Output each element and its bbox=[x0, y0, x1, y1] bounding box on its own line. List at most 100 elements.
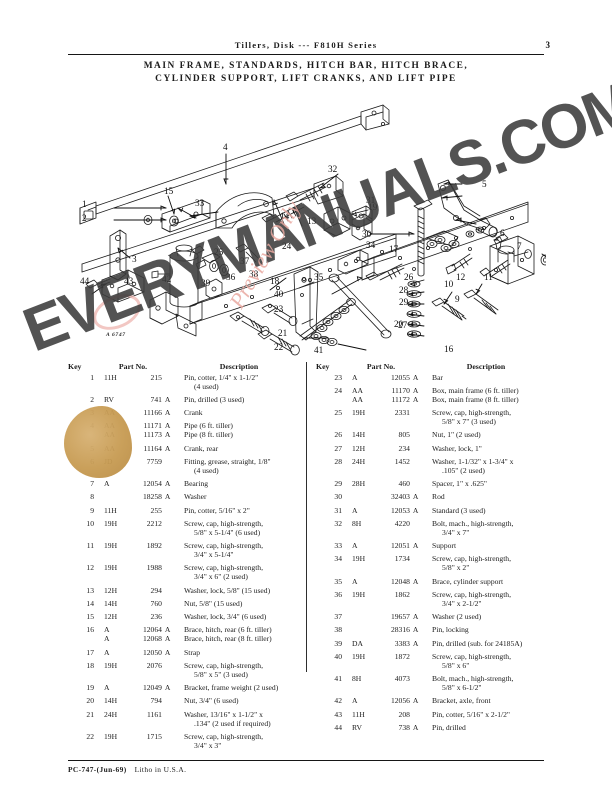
part-number: 19657 bbox=[390, 612, 410, 622]
part-suffix: A bbox=[412, 625, 419, 635]
table-header-left: Key Part No. Description bbox=[68, 362, 300, 371]
row-key: 24 bbox=[334, 385, 342, 395]
part-prefix: A bbox=[352, 541, 358, 551]
svg-text:23: 23 bbox=[274, 304, 284, 314]
footer-rule bbox=[68, 760, 544, 761]
svg-text:34: 34 bbox=[366, 240, 376, 250]
row-description-continued: .105" (2 used) bbox=[442, 465, 485, 475]
svg-text:42: 42 bbox=[162, 274, 172, 284]
part-prefix: A bbox=[352, 505, 358, 515]
part-suffix bbox=[410, 479, 426, 488]
row-key: 1 bbox=[90, 372, 94, 382]
part-suffix: A bbox=[412, 394, 419, 404]
part-prefix: 8H bbox=[352, 674, 362, 684]
row-description: Screw, cap, high-strength,5/8" x 7" (3 u… bbox=[426, 408, 546, 426]
part-suffix: A bbox=[164, 394, 171, 404]
lift-pipe-part bbox=[79, 104, 390, 225]
part-prefix: AA bbox=[104, 421, 115, 431]
part-prefix: A bbox=[104, 625, 110, 635]
callout-numbers: 1 2 3 4 5 6 7 8 9 10 11 12 13 14 15 16 1… bbox=[80, 142, 522, 355]
part-number: 12048 bbox=[390, 576, 410, 586]
svg-text:6: 6 bbox=[500, 228, 505, 238]
svg-text:38: 38 bbox=[249, 269, 259, 279]
row-key: 41 bbox=[334, 674, 342, 684]
part-number: 760 bbox=[150, 598, 162, 608]
part-prefix: 14H bbox=[104, 598, 118, 608]
row-description: Washer, lock, 3/4" (6 used) bbox=[184, 612, 267, 622]
row-description-continued: 3/4" x 7" bbox=[442, 527, 470, 537]
part-number: 12049 bbox=[142, 683, 162, 693]
part-number: 255 bbox=[150, 505, 162, 515]
row-description: Pin, cotter, 1/4" x 1-1/2"(4 used) bbox=[178, 373, 300, 391]
row-key: 37 bbox=[334, 612, 342, 622]
main-frame-box-part bbox=[81, 175, 344, 273]
row-description: Washer, 13/16" x 1-1/2" x.134" (2 used i… bbox=[178, 710, 300, 728]
hitch-brace-second-part bbox=[299, 297, 356, 341]
running-head: Tillers, Disk --- F810H Series bbox=[234, 40, 378, 50]
part-prefix: A bbox=[352, 372, 358, 382]
svg-text:26: 26 bbox=[404, 272, 414, 282]
part-suffix: A bbox=[412, 696, 419, 706]
page-number: 3 bbox=[545, 40, 551, 50]
row-description-continued: 5/8" x 5-1/4" (6 used) bbox=[194, 527, 261, 537]
row-description: Washer, lock, 5/8" (15 used) bbox=[184, 585, 271, 595]
row-description-continued: 3/4" x 5-1/4" bbox=[194, 550, 234, 560]
part-suffix bbox=[162, 457, 178, 466]
svg-text:20: 20 bbox=[394, 319, 404, 329]
part-number: 805 bbox=[398, 430, 410, 440]
row-key: 40 bbox=[334, 651, 342, 661]
row-description: Pin, locking bbox=[432, 625, 469, 635]
svg-text:35: 35 bbox=[314, 272, 324, 282]
part-suffix: A bbox=[164, 683, 171, 693]
part-prefix: 19H bbox=[352, 651, 366, 661]
svg-text:7: 7 bbox=[517, 241, 522, 251]
part-suffix bbox=[410, 590, 426, 599]
row-key: 7 bbox=[90, 479, 94, 489]
locking-pin-group bbox=[195, 252, 229, 276]
part-prefix: 28H bbox=[352, 479, 366, 489]
page-title-line2: CYLINDER SUPPORT, LIFT CRANKS, AND LIFT … bbox=[155, 73, 457, 84]
part-prefix: 11H bbox=[352, 709, 365, 719]
svg-text:41: 41 bbox=[314, 345, 324, 355]
row-key: 32 bbox=[334, 518, 342, 528]
part-prefix: AA bbox=[104, 408, 115, 418]
part-suffix bbox=[162, 710, 178, 719]
row-key: 36 bbox=[334, 589, 342, 599]
main-frame-upper-beam-part bbox=[361, 201, 529, 281]
row-key: 3 bbox=[90, 408, 94, 418]
row-key: 25 bbox=[334, 408, 342, 418]
part-prefix: A bbox=[352, 576, 358, 586]
row-description: Pin, drilled (sub. for 24185A) bbox=[432, 638, 523, 648]
part-number: 11173 bbox=[143, 430, 162, 440]
support-plate-part bbox=[161, 199, 211, 233]
row-description-continued: .134" (2 used if required) bbox=[194, 718, 271, 728]
row-description: Fitting, grease, straight, 1/8"(4 used) bbox=[178, 457, 300, 475]
part-suffix bbox=[410, 674, 426, 683]
svg-text:40: 40 bbox=[274, 289, 284, 299]
svg-text:33: 33 bbox=[195, 198, 205, 208]
header-desc: Description bbox=[219, 362, 259, 371]
svg-text:21: 21 bbox=[278, 328, 288, 338]
part-number: 18258 bbox=[142, 492, 162, 502]
